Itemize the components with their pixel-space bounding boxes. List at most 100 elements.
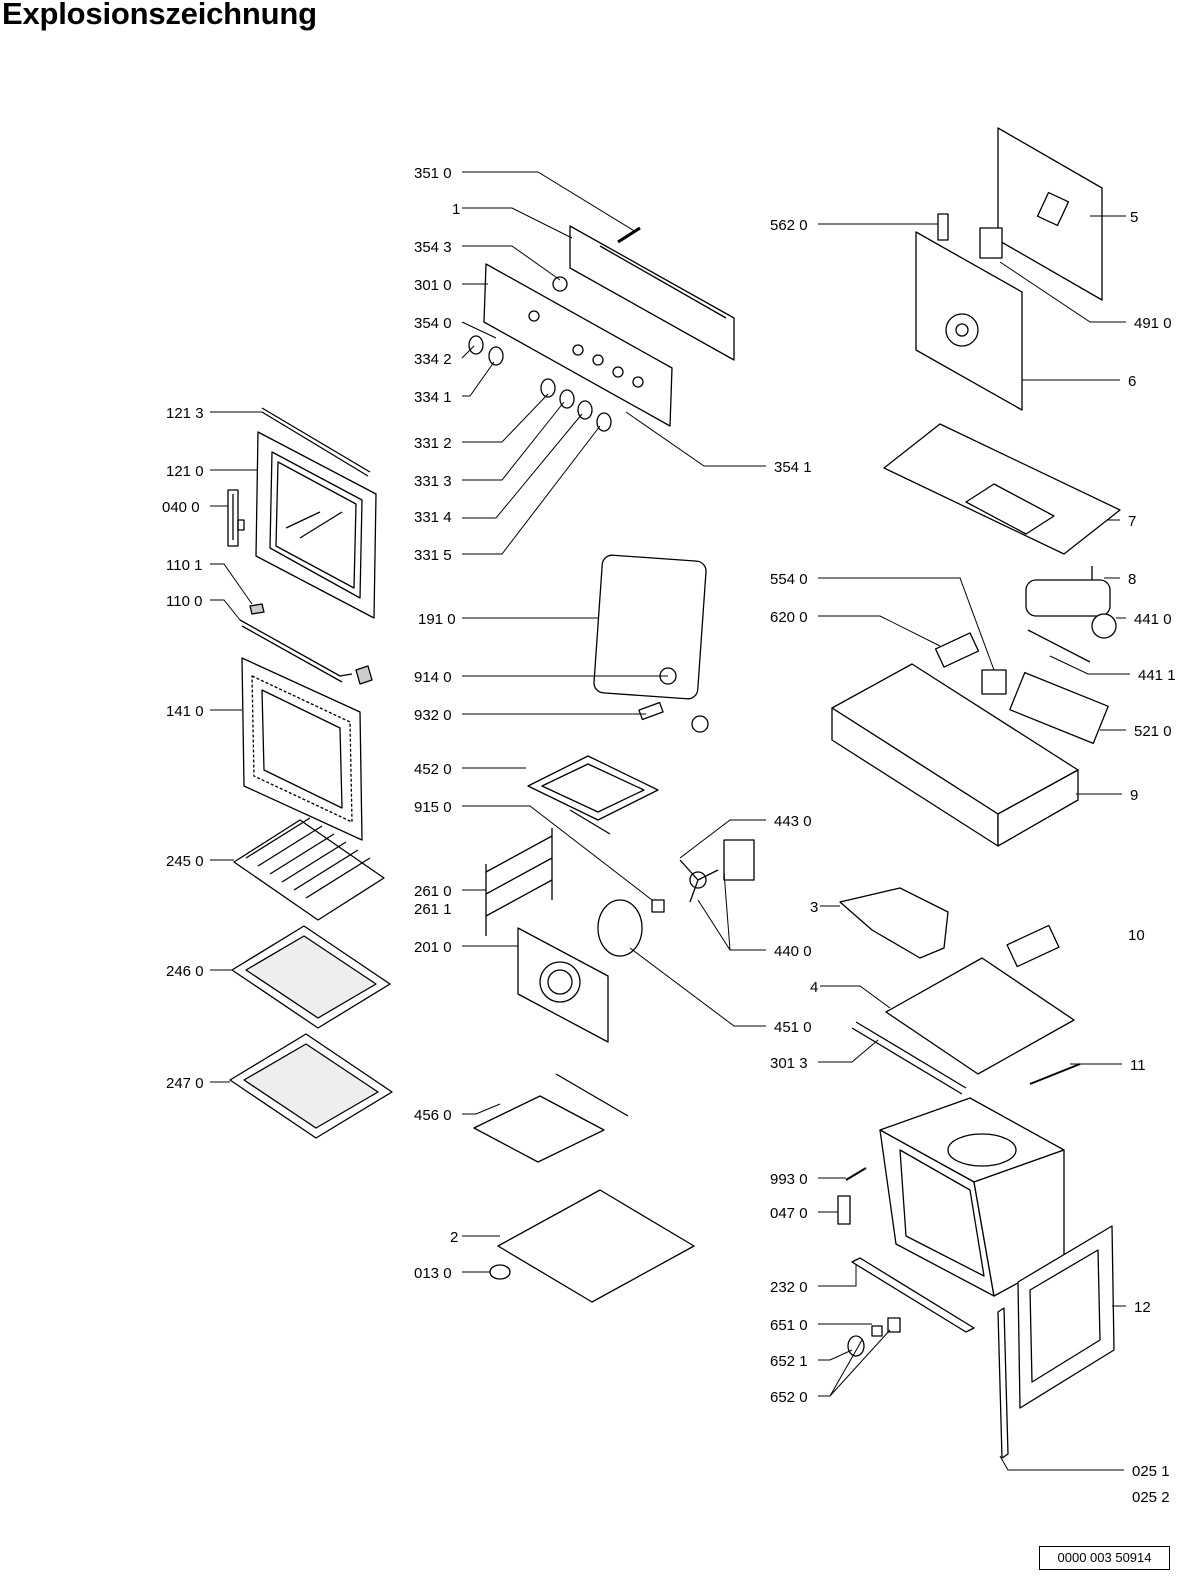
- part-label: 7: [1128, 513, 1136, 530]
- side-rack: [485, 828, 553, 936]
- side-panel-12: [1017, 1225, 1115, 1409]
- leader-line: [461, 321, 497, 339]
- fan-motor: [723, 839, 755, 881]
- connector-part-10: [1006, 924, 1060, 968]
- leader-line: [818, 1264, 857, 1287]
- part-label: 247 0: [166, 1075, 204, 1092]
- part-label: 331 3: [414, 473, 452, 490]
- part-label: 914 0: [414, 669, 452, 686]
- part-label: 440 0: [774, 943, 812, 960]
- circular-heating-element: [597, 899, 643, 957]
- leader-line: [679, 819, 766, 859]
- knob-331-3: [559, 389, 575, 409]
- relay: [981, 669, 1007, 695]
- knob-334-1: [488, 346, 504, 366]
- part-label: 334 1: [414, 389, 452, 406]
- part-label: 521 0: [1134, 723, 1172, 740]
- part-label: 232 0: [770, 1279, 808, 1296]
- part-label: 491 0: [1134, 315, 1172, 332]
- leader-line: [462, 361, 495, 397]
- leader-line: [625, 411, 766, 467]
- front-rail: [851, 1021, 967, 1095]
- part-label: 040 0: [162, 499, 200, 516]
- back-wall-plate: [915, 231, 1023, 411]
- door-clip-part: [249, 603, 265, 615]
- part-label: 993 0: [770, 1171, 808, 1188]
- leader-line: [818, 1329, 891, 1397]
- part-label: 443 0: [774, 813, 812, 830]
- control-panel-fascia: [483, 263, 673, 427]
- heating-spring: [638, 701, 664, 721]
- bottom-tray-4: [885, 957, 1075, 1075]
- knob-334-2: [468, 335, 484, 355]
- leader-line: [818, 615, 941, 647]
- leader-line: [999, 261, 1126, 323]
- leader-line: [462, 207, 573, 239]
- part-label: 245 0: [166, 853, 204, 870]
- part-label: 141 0: [166, 703, 204, 720]
- door-rod: [239, 619, 373, 685]
- part-label: 354 3: [414, 239, 452, 256]
- part-label: 331 2: [414, 435, 452, 452]
- part-label: 1: [452, 201, 460, 218]
- bottom-plate: [497, 1189, 695, 1303]
- part-label: 013 0: [414, 1265, 452, 1282]
- part-label: 5: [1130, 209, 1138, 226]
- side-strip-025: [997, 1307, 1009, 1459]
- top-cover: [883, 423, 1121, 555]
- page-title: Explosionszeichnung: [2, 0, 317, 31]
- side-bracket-3: [839, 887, 949, 959]
- control-panel-bracket: [569, 225, 735, 361]
- leader-line: [462, 425, 601, 555]
- part-label: 12: [1134, 1299, 1151, 1316]
- part-label: 3: [810, 899, 818, 916]
- knob-652-0: [887, 1317, 901, 1333]
- part-label: 441 0: [1134, 611, 1172, 628]
- cooling-fan: [1025, 579, 1117, 663]
- leader-line: [462, 413, 583, 519]
- part-label: 9: [1130, 787, 1138, 804]
- part-label: 351 0: [414, 165, 452, 182]
- leader-line: [462, 401, 565, 481]
- small-knob: [552, 276, 568, 292]
- knob-331-2: [540, 378, 556, 398]
- part-label: 331 5: [414, 547, 452, 564]
- leader-line: [462, 393, 549, 443]
- leader-line: [461, 345, 475, 359]
- part-label: 261 0: [414, 883, 452, 900]
- deep-roasting-pan: [229, 1033, 393, 1139]
- part-label: 562 0: [770, 217, 808, 234]
- leader-line: [820, 985, 891, 1009]
- part-label: 354 1: [774, 459, 812, 476]
- part-label: 4: [810, 979, 818, 996]
- part-label: 452 0: [414, 761, 452, 778]
- screw: [845, 1167, 867, 1181]
- foot-part: [489, 1264, 511, 1280]
- part-label: 261 1: [414, 901, 452, 918]
- front-bottom-trim: [851, 1257, 975, 1333]
- part-label: 932 0: [414, 707, 452, 724]
- knob-651: [871, 1325, 883, 1337]
- part-label: 246 0: [166, 963, 204, 980]
- inner-door-frame: [255, 431, 377, 619]
- leader-line: [462, 805, 653, 901]
- part-label: 652 1: [770, 1353, 808, 1370]
- part-label: 201 0: [414, 939, 452, 956]
- reference-code: 0000 003 50914: [1039, 1546, 1170, 1570]
- strip-11: [1029, 1063, 1081, 1085]
- door-seal-strip: [261, 407, 371, 477]
- fan-blade: [679, 859, 719, 903]
- wire-shelf: [233, 817, 385, 921]
- part-label: 652 0: [770, 1389, 808, 1406]
- part-label: 6: [1128, 373, 1136, 390]
- part-label: 110 1: [166, 557, 202, 574]
- part-label: 620 0: [770, 609, 808, 626]
- part-label: 456 0: [414, 1107, 452, 1124]
- oven-cavity: [879, 1097, 1065, 1297]
- part-label: 301 0: [414, 277, 452, 294]
- knob-331-5: [596, 412, 612, 432]
- part-label: 451 0: [774, 1019, 812, 1036]
- terminal-block: [934, 632, 980, 668]
- part-label: 301 3: [770, 1055, 808, 1072]
